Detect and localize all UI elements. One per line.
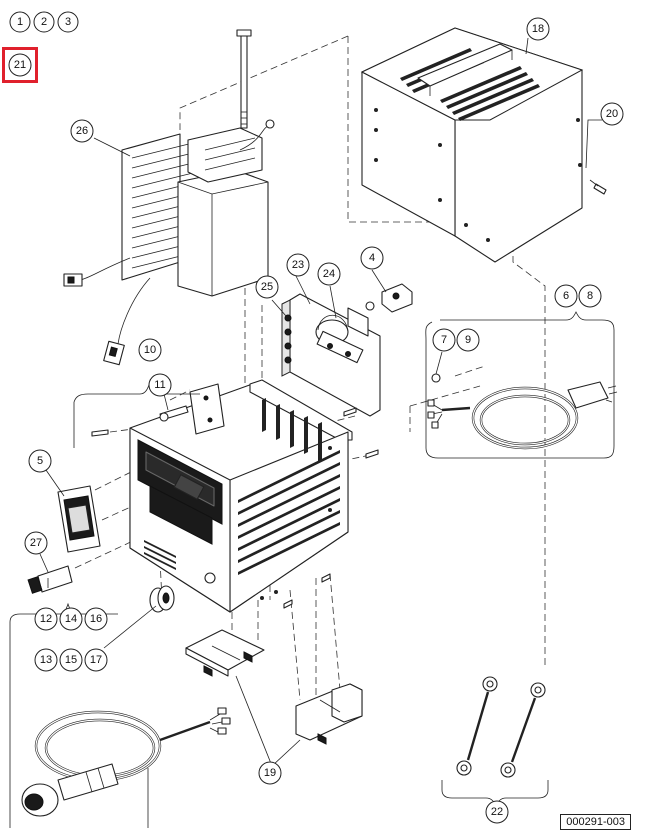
callout-20: 20: [600, 102, 624, 126]
callout-6: 6: [554, 284, 578, 308]
highlighted-callout-frame: [2, 47, 38, 83]
ammeter: [57, 485, 101, 553]
svg-text:27: 27: [30, 537, 42, 549]
mounting-foot-right: [295, 683, 363, 745]
callout-12: 12: [34, 607, 58, 631]
svg-text:25: 25: [261, 281, 273, 293]
callout-9: 9: [456, 328, 480, 352]
svg-text:6: 6: [563, 290, 569, 302]
front-panel-lower-vents: [144, 540, 176, 570]
strain-relief-grommet: [149, 585, 175, 613]
connector-block: [365, 283, 413, 313]
fuse-bracket: [159, 383, 225, 435]
svg-text:9: 9: [465, 334, 471, 346]
svg-text:15: 15: [65, 654, 77, 666]
callout-7: 7: [432, 328, 456, 352]
transformer: [63, 119, 275, 366]
chassis-screws: [91, 407, 379, 609]
svg-text:12: 12: [40, 613, 52, 625]
callout-1: 1: [9, 11, 31, 33]
callout-10: 10: [138, 338, 162, 362]
callout-17: 17: [84, 648, 108, 672]
svg-text:1: 1: [17, 16, 23, 28]
cover-screw: [589, 179, 607, 195]
callout-3: 3: [57, 11, 79, 33]
callout-11: 11: [148, 373, 172, 397]
document-code: 000291-003: [560, 814, 631, 830]
callout-18: 18: [526, 17, 550, 41]
heat-sink-assembly: [281, 293, 381, 417]
callout-22: 22: [485, 800, 509, 824]
svg-text:18: 18: [532, 23, 544, 35]
svg-text:2: 2: [41, 16, 47, 28]
long-bolt: [236, 29, 252, 129]
jumper-cable-right: [500, 682, 546, 778]
svg-text:14: 14: [65, 613, 77, 625]
svg-text:19: 19: [264, 767, 276, 779]
callout-2: 2: [33, 11, 55, 33]
callout-19: 19: [258, 761, 282, 785]
svg-text:5: 5: [37, 455, 43, 467]
svg-text:8: 8: [587, 290, 593, 302]
callout-23: 23: [286, 253, 310, 277]
callout-14: 14: [59, 607, 83, 631]
svg-text:17: 17: [90, 654, 102, 666]
svg-text:7: 7: [441, 334, 447, 346]
ac-power-cord: [427, 373, 618, 450]
svg-text:3: 3: [65, 16, 71, 28]
svg-text:24: 24: [323, 268, 335, 280]
callout-26: 26: [70, 119, 94, 143]
group-brackets: [9, 311, 615, 828]
callout-27: 27: [24, 531, 48, 555]
callout-4: 4: [360, 246, 384, 270]
circuit-breaker: [27, 565, 73, 594]
svg-text:4: 4: [369, 252, 375, 264]
svg-text:26: 26: [76, 125, 88, 137]
svg-text:20: 20: [606, 108, 618, 120]
mounting-foot-left: [185, 629, 265, 677]
callout-5: 5: [28, 449, 52, 473]
svg-text:16: 16: [90, 613, 102, 625]
charger-cover: [360, 27, 584, 263]
jumper-cable-left: [456, 676, 498, 776]
callout-25: 25: [255, 275, 279, 299]
callout-8: 8: [578, 284, 602, 308]
callout-leaders: [39, 37, 602, 767]
svg-text:21: 21: [14, 59, 26, 71]
chassis-side-vents: [238, 450, 340, 575]
svg-text:11: 11: [154, 379, 165, 391]
svg-text:13: 13: [40, 654, 52, 666]
chassis-back-vents: [262, 398, 322, 462]
callout-13: 13: [34, 648, 58, 672]
svg-text:23: 23: [292, 259, 304, 271]
callout-24: 24: [317, 262, 341, 286]
callout-16: 16: [84, 607, 108, 631]
svg-text:22: 22: [491, 806, 503, 818]
svg-text:10: 10: [144, 344, 156, 356]
callout-21: 21: [8, 53, 32, 77]
heat-sink-studs: [284, 314, 292, 364]
dc-output-cord: [21, 707, 231, 817]
charger-chassis: [129, 379, 353, 613]
callout-15: 15: [59, 648, 83, 672]
